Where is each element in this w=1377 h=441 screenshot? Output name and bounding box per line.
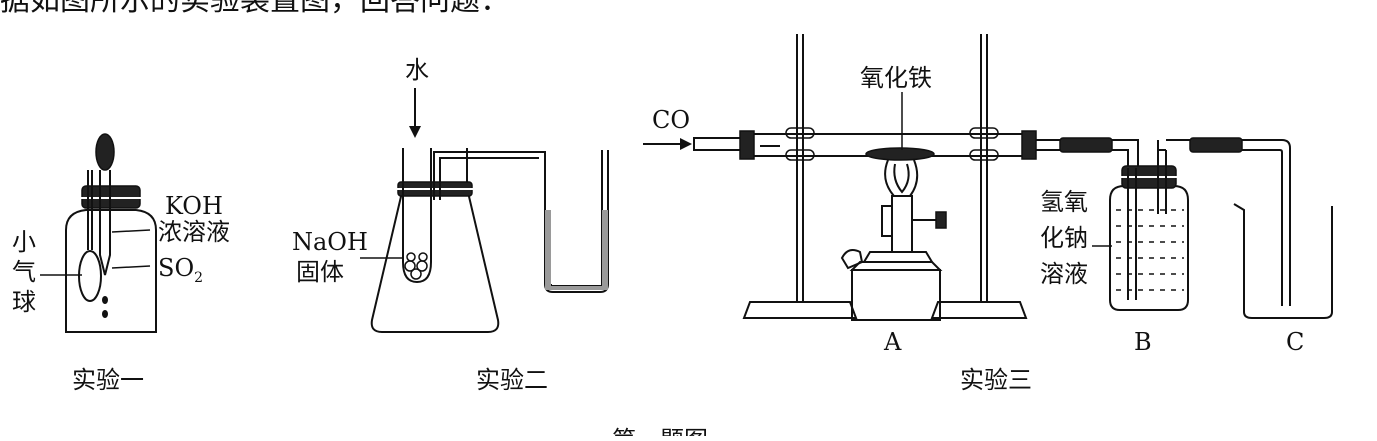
exp3-oxide-label: 氧化铁 — [860, 64, 932, 92]
exp1-balloon-label-1: 小 — [12, 228, 36, 256]
exp2-u-tube-liquid — [545, 210, 608, 290]
exp3-solution-label-2: 化钠 — [1040, 224, 1088, 252]
exp1-koh-leader — [111, 229, 151, 233]
experiment-two: 水 NaOH 固体 实验二 — [292, 56, 609, 394]
exp1-dropper-tube — [99, 170, 111, 276]
exp1-koh-solution-label: 浓溶液 — [158, 218, 230, 246]
exp3-naoh-solution — [1116, 209, 1184, 291]
exp3-iron-oxide — [865, 147, 935, 161]
exp3-solution-label-3: 溶液 — [1040, 260, 1088, 288]
exp3-right-stopper — [1021, 130, 1037, 160]
exp3-part-a-label: A — [883, 328, 902, 356]
exp2-conical-flask — [370, 148, 500, 333]
exp1-bottle — [65, 209, 157, 333]
exp3-left-stand — [742, 34, 858, 319]
exp2-test-tube — [402, 148, 432, 284]
exp2-solid-label: 固体 — [296, 258, 344, 286]
question-header: 据如图所示的实验装置图，回答问题： — [0, 0, 510, 18]
exp3-inlet-b — [1112, 139, 1139, 168]
exp3-co-label: CO — [652, 106, 690, 134]
exp2-naoh-label: NaOH — [292, 228, 368, 256]
experiment-one: KOH 浓溶液 SO2 小 气 球 实验一 — [12, 133, 230, 394]
exp1-balloon-label-3: 球 — [12, 288, 36, 316]
exp3-tube-c — [1242, 139, 1291, 306]
exp1-dropper-bulb — [95, 133, 115, 171]
exp3-part-b-label: B — [1134, 328, 1152, 356]
exp1-balloon — [78, 250, 102, 302]
exp2-water-label: 水 — [405, 56, 429, 84]
exp1-gas-label: SO2 — [158, 254, 203, 286]
exp3-beaker — [1233, 203, 1333, 319]
exp1-balloon-label-2: 气 — [12, 258, 36, 286]
exp3-left-stopper — [739, 130, 755, 160]
exp3-right-stand — [930, 34, 1028, 319]
exp3-inlet-tube — [693, 137, 745, 151]
exp2-naoh-pellets — [404, 252, 428, 280]
exp3-rubber-tube-bc — [1189, 137, 1243, 153]
exp1-so2-leader — [111, 265, 151, 269]
exp1-caption: 实验一 — [72, 366, 144, 394]
exp3-part-c-label: C — [1286, 328, 1304, 356]
exp3-wash-bottle — [1109, 185, 1189, 311]
exp2-caption: 实验二 — [476, 366, 548, 394]
figure-caption-fragment: 第一题图 — [612, 426, 708, 436]
exp3-solution-label-1: 氢氧 — [1040, 188, 1088, 216]
exp2-u-tube — [433, 150, 609, 293]
experiment-three: CO 氧化铁 — [643, 34, 1333, 394]
exp3-rubber-tube-ab — [1059, 137, 1113, 153]
exp3-caption: 实验三 — [960, 366, 1032, 394]
exp1-koh-label: KOH — [165, 192, 223, 220]
exp3-burner — [840, 159, 947, 321]
